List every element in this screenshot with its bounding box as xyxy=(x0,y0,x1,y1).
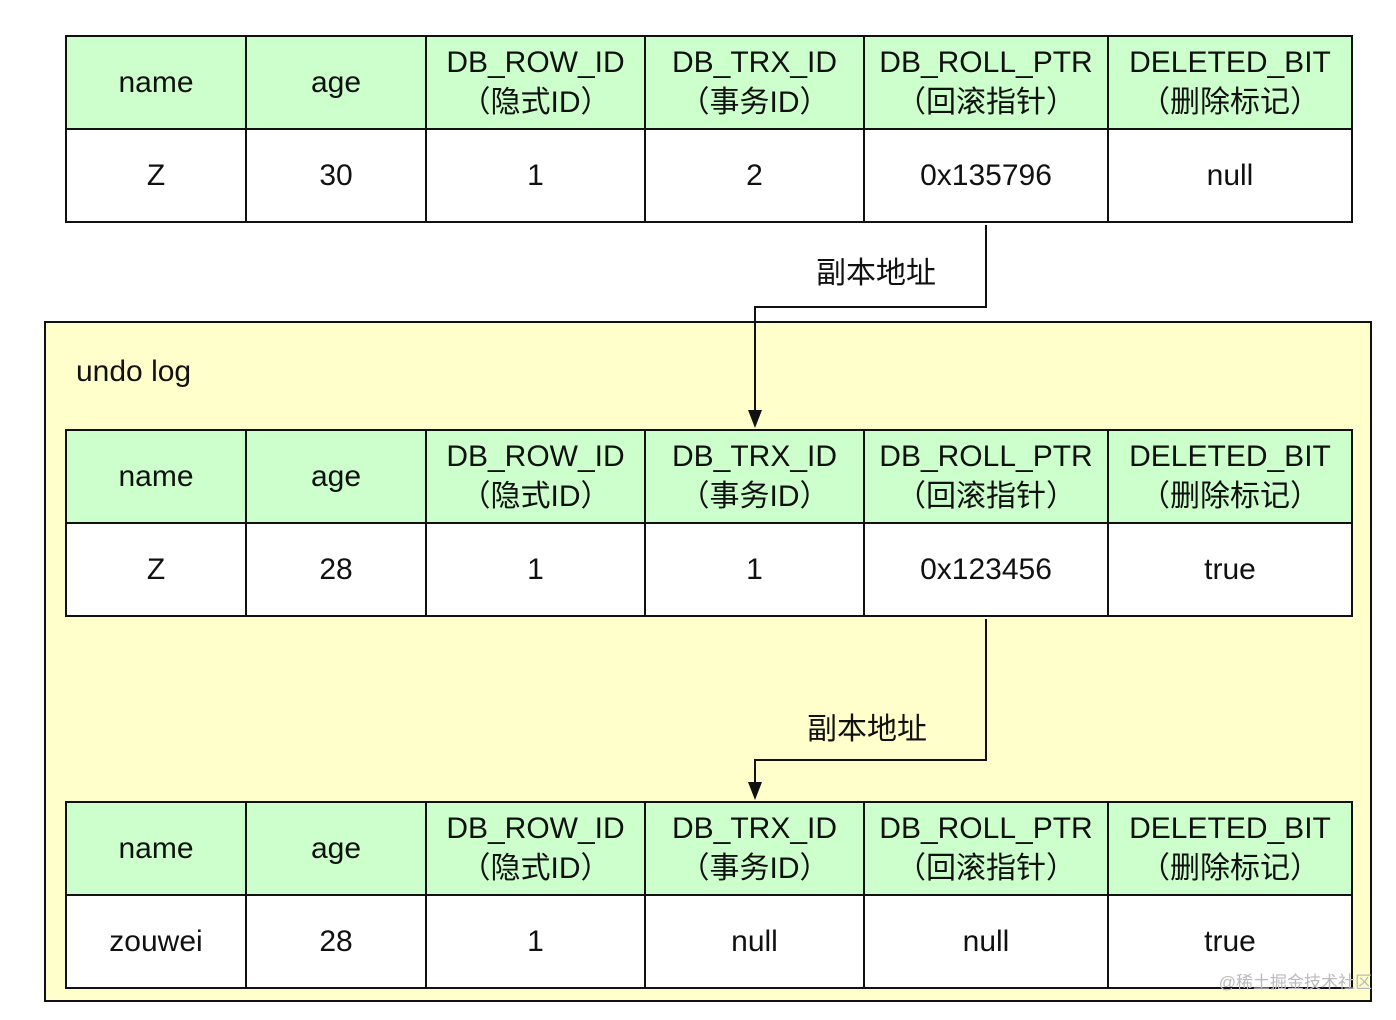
header-cell-name: name xyxy=(65,35,247,130)
header-cell-age: age xyxy=(245,429,427,524)
undo-log-label: undo log xyxy=(76,355,192,388)
cell-db-trx-id: 1 xyxy=(644,522,865,617)
table-row: Z 30 1 2 0x135796 null xyxy=(65,128,1353,223)
undo-log-table-1: name age DB_ROW_ID（隐式ID） DB_TRX_ID（事务ID）… xyxy=(65,429,1353,617)
header-cell-deleted-bit: DELETED_BIT（删除标记） xyxy=(1107,429,1353,524)
header-cell-db-trx-id: DB_TRX_ID（事务ID） xyxy=(644,801,865,896)
header-cell-db-row-id: DB_ROW_ID（隐式ID） xyxy=(425,429,646,524)
header-cell-age: age xyxy=(245,801,427,896)
header-cell-deleted-bit: DELETED_BIT（删除标记） xyxy=(1107,801,1353,896)
header-cell-db-row-id: DB_ROW_ID（隐式ID） xyxy=(425,801,646,896)
cell-db-trx-id: 2 xyxy=(644,128,865,223)
table-row: Z 28 1 1 0x123456 true xyxy=(65,522,1353,617)
cell-deleted-bit: true xyxy=(1107,522,1353,617)
cell-db-row-id: 1 xyxy=(425,128,646,223)
cell-deleted-bit: true xyxy=(1107,894,1353,989)
cell-db-roll-ptr: null xyxy=(863,894,1109,989)
cell-name: Z xyxy=(65,522,247,617)
cell-age: 28 xyxy=(245,894,427,989)
header-cell-name: name xyxy=(65,801,247,896)
cell-db-trx-id: null xyxy=(644,894,865,989)
header-cell-age: age xyxy=(245,35,427,130)
copy-address-label: 副本地址 xyxy=(807,713,927,746)
table-header-row: name age DB_ROW_ID（隐式ID） DB_TRX_ID（事务ID）… xyxy=(65,429,1353,524)
cell-age: 30 xyxy=(245,128,427,223)
cell-db-row-id: 1 xyxy=(425,522,646,617)
cell-deleted-bit: null xyxy=(1107,128,1353,223)
table-row: zouwei 28 1 null null true xyxy=(65,894,1353,989)
cell-db-roll-ptr: 0x123456 xyxy=(863,522,1109,617)
table-header-row: name age DB_ROW_ID（隐式ID） DB_TRX_ID（事务ID）… xyxy=(65,801,1353,896)
current-row-table: name age DB_ROW_ID（隐式ID） DB_TRX_ID（事务ID）… xyxy=(65,35,1353,223)
header-cell-db-roll-ptr: DB_ROLL_PTR（回滚指针） xyxy=(863,35,1109,130)
header-cell-deleted-bit: DELETED_BIT（删除标记） xyxy=(1107,35,1353,130)
header-cell-db-roll-ptr: DB_ROLL_PTR（回滚指针） xyxy=(863,429,1109,524)
cell-db-roll-ptr: 0x135796 xyxy=(863,128,1109,223)
header-cell-db-roll-ptr: DB_ROLL_PTR（回滚指针） xyxy=(863,801,1109,896)
cell-age: 28 xyxy=(245,522,427,617)
cell-name: Z xyxy=(65,128,247,223)
header-cell-name: name xyxy=(65,429,247,524)
header-cell-db-row-id: DB_ROW_ID（隐式ID） xyxy=(425,35,646,130)
undo-log-table-2: name age DB_ROW_ID（隐式ID） DB_TRX_ID（事务ID）… xyxy=(65,801,1353,989)
header-cell-db-trx-id: DB_TRX_ID（事务ID） xyxy=(644,35,865,130)
cell-db-row-id: 1 xyxy=(425,894,646,989)
cell-name: zouwei xyxy=(65,894,247,989)
copy-address-label: 副本地址 xyxy=(816,257,936,290)
watermark-text: @稀土掘金技术社区 xyxy=(1218,973,1372,992)
table-header-row: name age DB_ROW_ID（隐式ID） DB_TRX_ID（事务ID）… xyxy=(65,35,1353,130)
header-cell-db-trx-id: DB_TRX_ID（事务ID） xyxy=(644,429,865,524)
